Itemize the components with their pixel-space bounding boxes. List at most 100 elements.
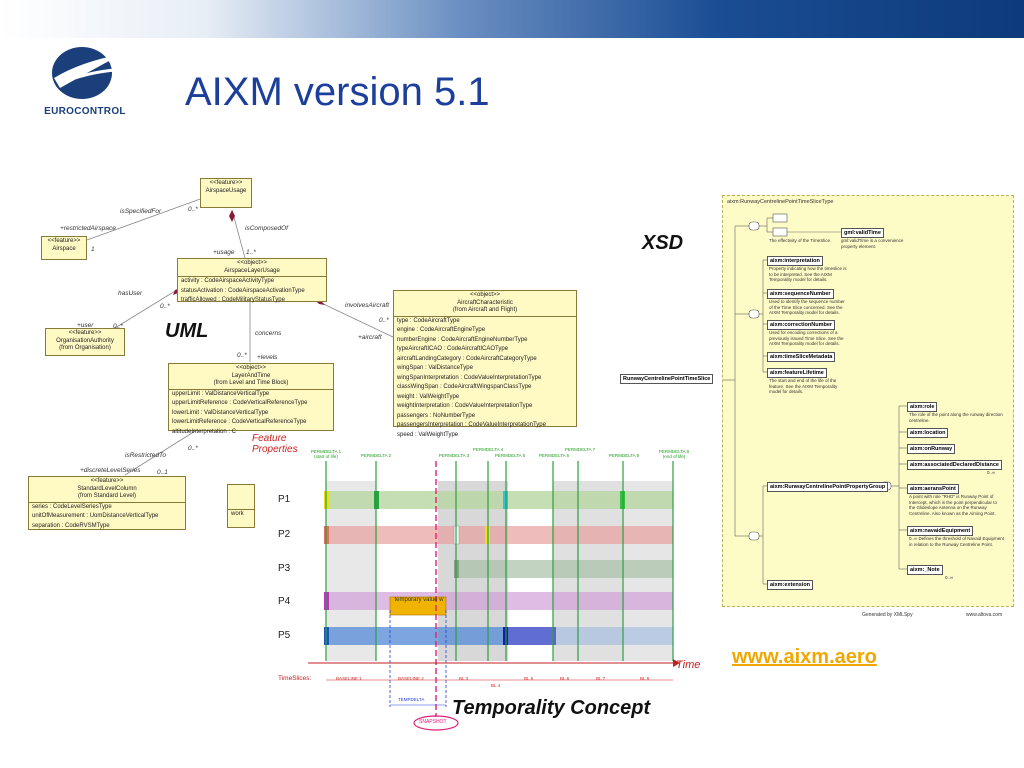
row-label: P1 — [278, 494, 291, 505]
uml-class-partial: work — [227, 484, 255, 528]
edge-label: +levels — [257, 354, 278, 361]
xsd-desc: Property indicating how the timeslice is… — [769, 266, 847, 282]
xsd-desc: The role of the point along the runway d… — [909, 412, 1003, 423]
uml-class-airspace-layer-usage: <<object>>AirspaceLayerUsage activity : … — [177, 258, 327, 303]
snapshot-label: SNAPSHOT — [419, 719, 447, 725]
baseline-label: BL 6 — [560, 676, 570, 681]
xsd-label: XSD — [642, 232, 684, 254]
baseline-label: BL 5 — [524, 676, 534, 681]
xsd-node-timeslice-metadata: aixm:timeSliceMetadata — [767, 352, 836, 362]
permdelta-label: PERMDELTA 6 — [538, 453, 570, 458]
xsd-node-extension: aixm:extension — [767, 580, 814, 590]
temporary-value-label: temporary value w — [394, 597, 444, 603]
xsd-desc: 0..∞ — [945, 575, 954, 580]
edge-label: 0..* — [237, 352, 247, 359]
xsd-footer-left: Generated by XMLSpy — [862, 612, 913, 618]
temporality-diagram: Feature Properties P1 P2 P3 P4 P5 PERMDE… — [248, 425, 708, 735]
permdelta-label: PERMDELTA 4 — [472, 447, 504, 452]
edge-label: +restrictedAirspace — [60, 225, 116, 232]
baseline-label: BASELINE 1 — [336, 676, 362, 681]
uml-class-organisation-authority: <<feature>>OrganisationAuthority(from Or… — [45, 328, 125, 356]
xsd-connectors — [723, 213, 907, 585]
row-label: P5 — [278, 630, 291, 641]
uml-class-standard-level-column: <<feature>>StandardLevelColumn(from Stan… — [28, 476, 186, 530]
xsd-header: aixm:RunwayCentrelinePointTimeSliceType — [727, 199, 834, 205]
xsd-node-navaid-equipment: aixm:navaidEquipment — [907, 526, 974, 536]
edge-label: +user — [77, 322, 94, 329]
logo-emblem-icon — [52, 47, 122, 99]
row-label: P2 — [278, 529, 291, 540]
edge-label: isSpecifiedFor — [120, 208, 162, 215]
xsd-node-property-group: aixm:RunwayCentrelinePointPropertyGroup — [767, 482, 889, 492]
row-label: P3 — [278, 563, 291, 574]
edge-label: hasUser — [118, 290, 143, 297]
edge-label: +discreteLevelSeries — [80, 467, 141, 474]
permdelta-label: PERMDELTA 9(end of life) — [658, 449, 690, 459]
xsd-node-interpretation: aixm:interpretation — [767, 256, 823, 266]
row-label: P4 — [278, 596, 291, 607]
xsd-node-valid-time: gml:validTime — [841, 228, 884, 238]
uml-class-airspace-usage: <<feature>>AirspaceUsage — [200, 178, 252, 208]
uml-class-airspace: <<feature>>Airspace — [41, 236, 87, 260]
xsd-desc: The effectivity of the TimeSlice. — [769, 238, 832, 243]
xsd-footer-right: www.altova.com — [966, 612, 1003, 618]
feature-properties-header: Feature Properties — [252, 433, 298, 455]
header-bar — [0, 0, 1024, 38]
edge-label: 0..* — [113, 323, 123, 330]
xsd-desc: A point with role "RHD" is Runway Point … — [909, 494, 998, 516]
edge-label: 0..* — [188, 206, 198, 213]
edge-label: isComposedOf — [245, 225, 288, 232]
xsd-desc: Used to identify the sequence number of … — [769, 299, 845, 315]
permdelta-label: PERMDELTA 7 — [564, 447, 596, 452]
xsd-node-note: aixm:_Note — [907, 565, 943, 575]
baseline-label: BASELINE 2 — [398, 676, 424, 681]
aixm-website-link[interactable]: www.aixm.aero — [732, 646, 877, 668]
permdelta-label: PERMDELTA 1(start of life) — [310, 449, 342, 459]
temporality-graphic — [278, 439, 708, 731]
xsd-node-aerans-point: aixm:aeransPoint — [907, 484, 959, 494]
uml-label: UML — [165, 320, 209, 342]
edge-label: 1..* — [246, 249, 256, 256]
edge-label: isRestrictedTo — [125, 452, 166, 459]
edge-label: 0..* — [379, 317, 389, 324]
time-axis-label: Time — [676, 659, 701, 671]
uml-connectors — [86, 197, 396, 476]
permdelta-label: PERMDELTA 8 — [608, 453, 640, 458]
tempdelta-label: TEMPDELTA — [398, 697, 425, 702]
xsd-root-node: RunwayCentrelinePointTimeSlice — [620, 374, 714, 384]
edge-label: 0..1 — [157, 469, 168, 476]
xsd-desc: gml:validTime is a convenience property … — [841, 238, 904, 249]
xsd-node-on-runway: aixm:onRunway — [907, 444, 956, 454]
baseline-label: BL 8 — [640, 676, 650, 681]
xsd-node-role: aixm:role — [907, 402, 938, 412]
edge-label: +aircraft — [358, 334, 382, 341]
xsd-node-correction-number: aixm:correctionNumber — [767, 320, 836, 330]
xsd-desc: 0..∞ Defines the threshold of Navaid Equ… — [909, 536, 1005, 547]
uml-class-aircraft-characteristic: <<object>>AircraftCharacteristic(from Ai… — [393, 290, 577, 438]
baseline-label: BL 3 — [459, 676, 469, 681]
xsd-node-location: aixm:location — [907, 428, 949, 438]
baseline-label: BL 4 — [491, 683, 501, 688]
xsd-node-feature-lifetime: aixm:featureLifetime — [767, 368, 827, 378]
edge-label: 0..* — [160, 303, 170, 310]
xsd-node-associated-declared-distance: aixm:associatedDeclaredDistance — [907, 460, 1002, 470]
timeslices-label: TimeSlices: — [278, 675, 312, 682]
edge-label: 0..* — [188, 445, 198, 452]
page-title: AIXM version 5.1 — [185, 70, 490, 114]
baseline-label: BL 7 — [596, 676, 606, 681]
uml-diagram: <<feature>>AirspaceUsage <<feature>>Airs… — [25, 170, 585, 540]
permdelta-label: PERMDELTA 5 — [494, 453, 526, 458]
edge-label: 1 — [91, 246, 95, 253]
edge-label: +usage — [213, 249, 235, 256]
logo-wordmark: EUROCONTROL — [44, 106, 126, 117]
edge-label: concerns — [255, 330, 282, 337]
uml-class-layer-and-time: <<object>>LayerAndTime(from Level and Ti… — [168, 363, 334, 435]
eurocontrol-logo: EUROCONTROL — [40, 40, 130, 120]
xsd-desc: Used for encoding corrections of a previ… — [769, 330, 844, 346]
permdelta-label: PERMDELTA 3 — [438, 453, 470, 458]
temporality-label: Temporality Concept — [452, 697, 651, 719]
xsd-desc: 0..∞ — [987, 470, 996, 475]
permdelta-label: PERMDELTA 2 — [360, 453, 392, 458]
xsd-diagram: aixm:RunwayCentrelinePointTimeSliceType — [722, 195, 1014, 607]
edge-label: involvesAircraft — [345, 302, 390, 309]
